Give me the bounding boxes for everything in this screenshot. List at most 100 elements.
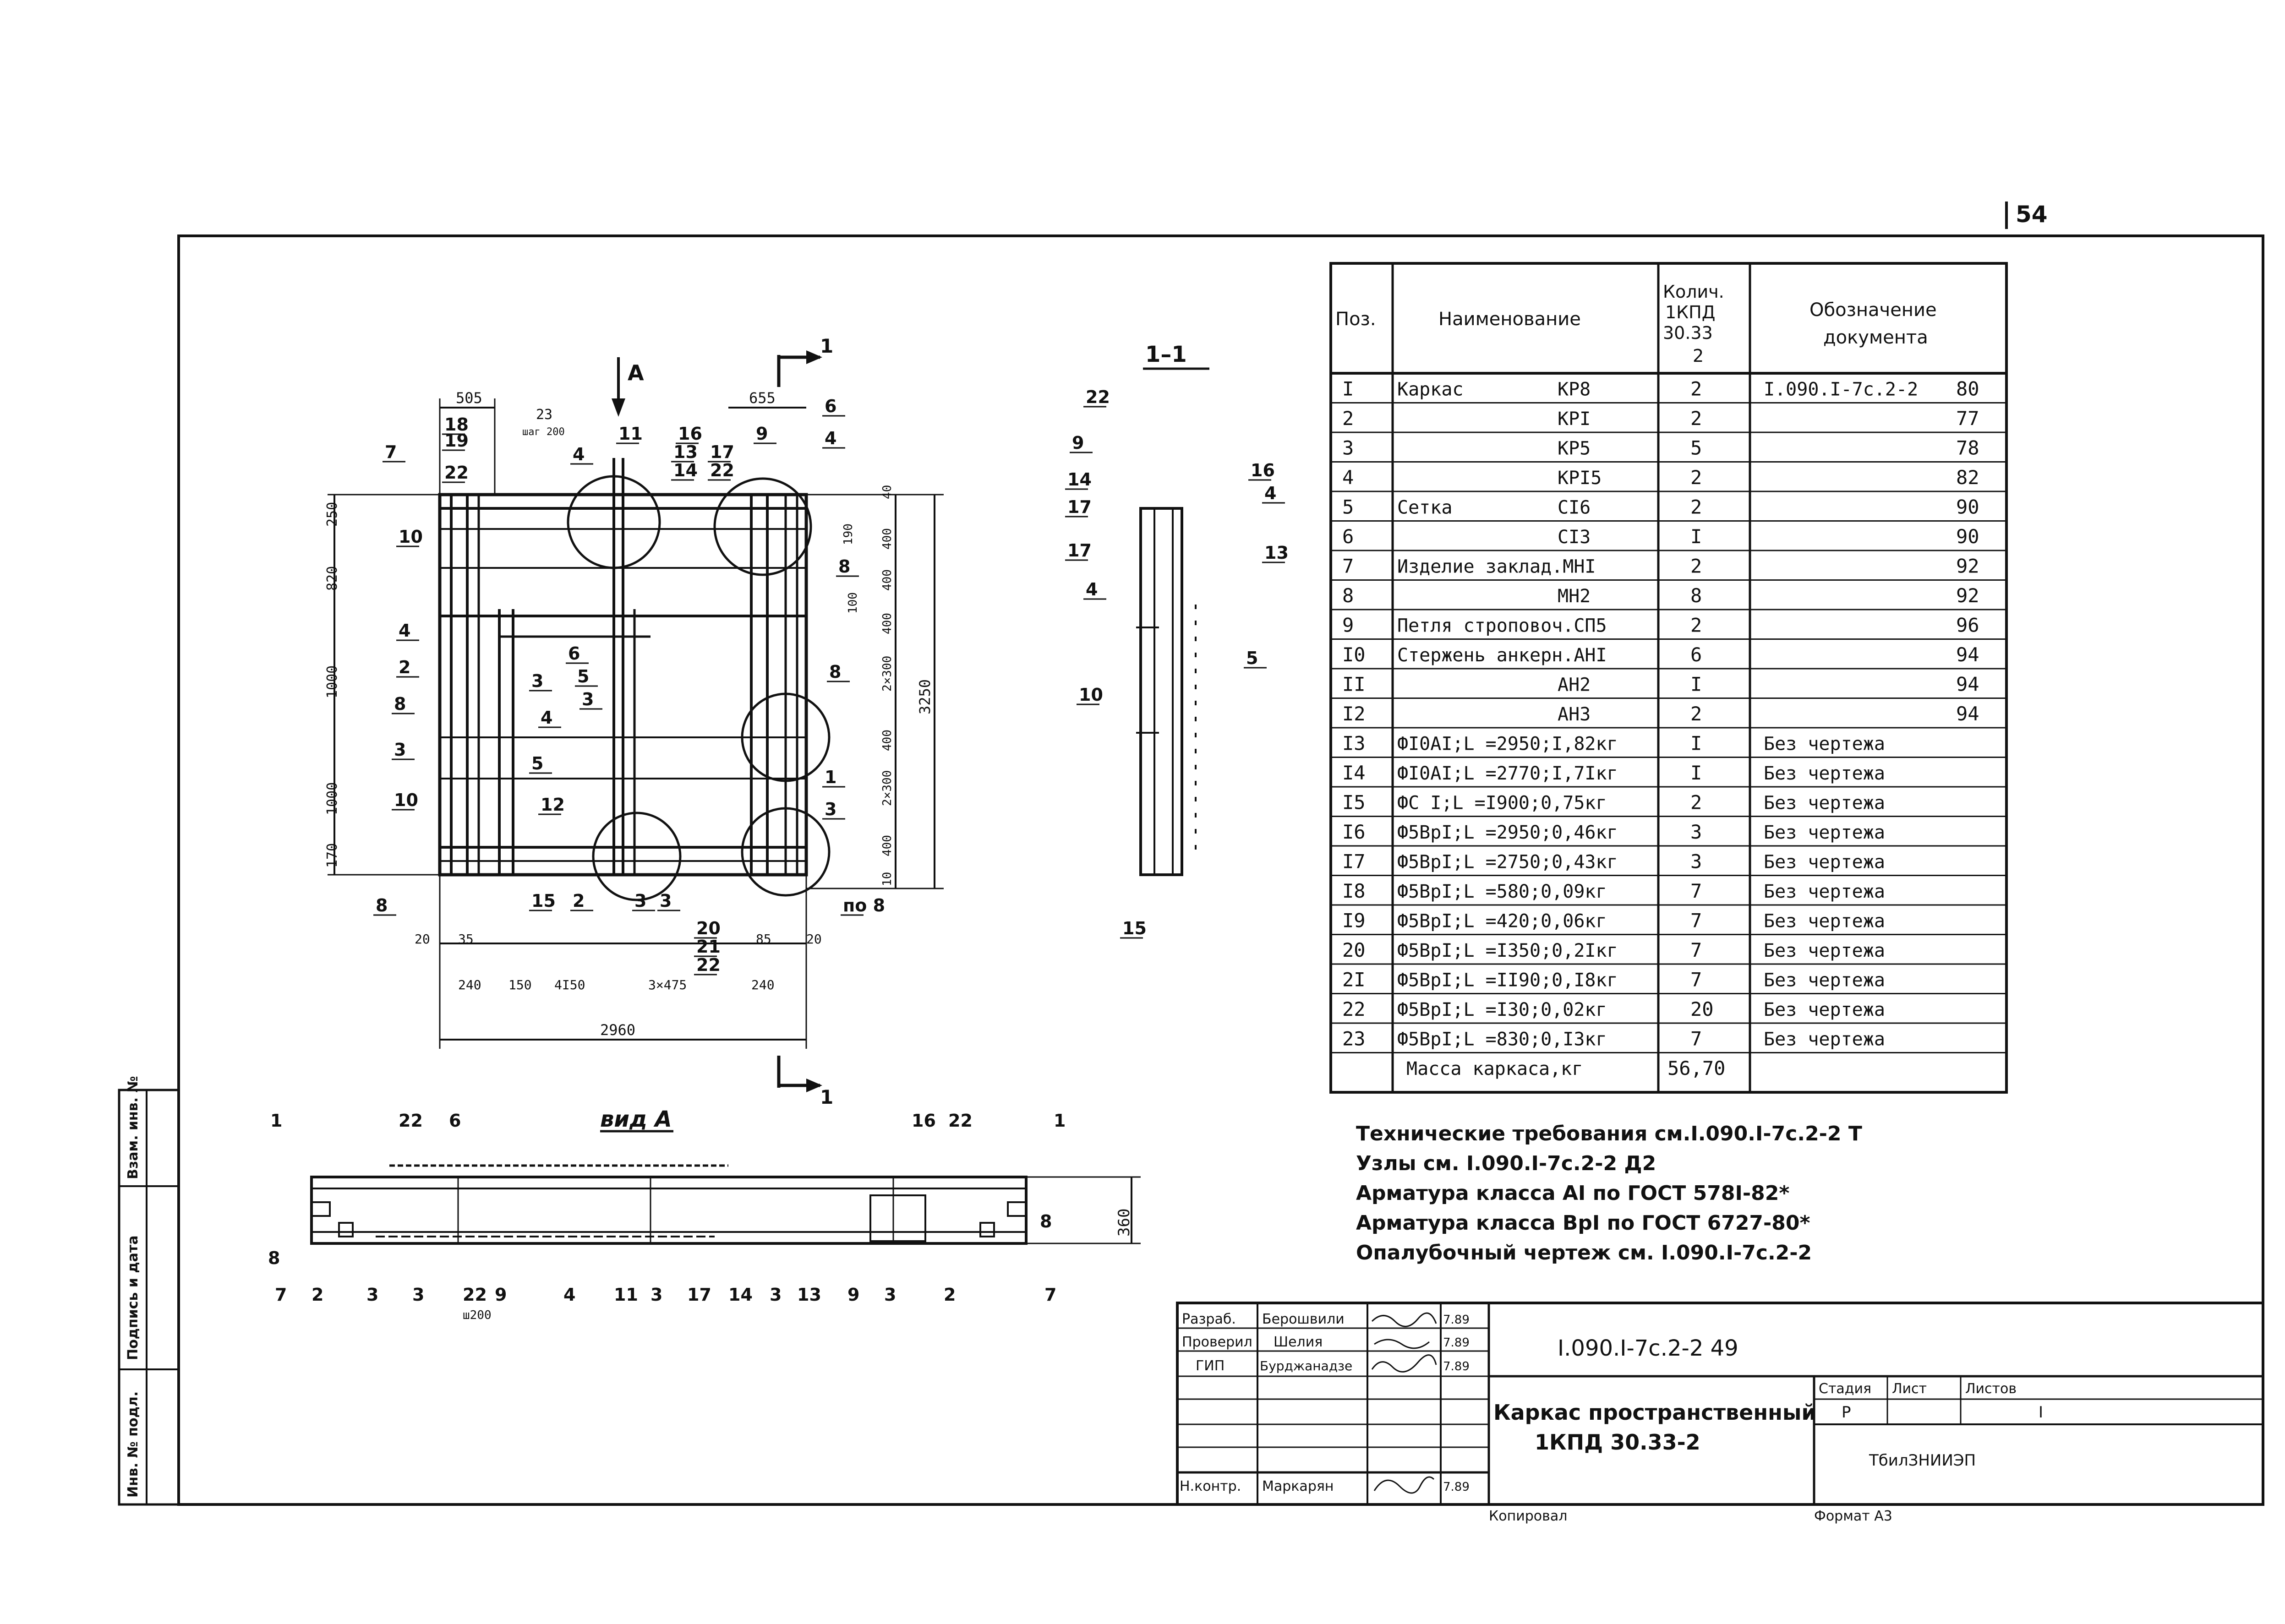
dim-top-505: 505 — [456, 389, 482, 407]
spec-row-pos: 20 — [1342, 939, 1366, 961]
header-doc-1: Обозначение — [1809, 300, 1937, 321]
plan-callout: 17 — [710, 442, 734, 462]
sheet-number: 54 — [2016, 201, 2048, 228]
view-a-callout-bottom: 3 — [770, 1285, 782, 1305]
note-2: Узлы см. I.090.I-7c.2-2 Д2 — [1356, 1152, 1656, 1175]
spec-row-page: 94 — [1956, 673, 1979, 696]
spec-row-qty: I — [1690, 762, 1702, 784]
spec-row-doc: Без чертежа — [1764, 940, 1885, 961]
section-callout: 9 — [1072, 433, 1084, 453]
dim-bottom-6: 3×475 — [648, 977, 687, 992]
view-a-callout-bottom: 9 — [495, 1285, 507, 1305]
spec-row-qty: 2 — [1690, 703, 1702, 725]
spec-row-pos: I3 — [1342, 732, 1366, 755]
section-callout: 5 — [1246, 648, 1258, 668]
dim-right-total: 3250 — [916, 679, 934, 714]
section-callout: 17 — [1067, 540, 1092, 561]
spec-row-pos: I6 — [1342, 821, 1366, 843]
dim-right-2: 400 — [880, 528, 894, 550]
dim-bottom-7: 240 — [751, 977, 775, 992]
footer-copied: Копировал — [1489, 1508, 1567, 1524]
footer-format: Формат А3 — [1814, 1508, 1892, 1524]
view-a-callout-bottom: 7 — [275, 1285, 287, 1305]
spec-row-name: Ф5ВрI;L =II90;0,I8кг — [1397, 970, 1618, 991]
view-a-callout-bottom: 3 — [366, 1285, 378, 1305]
dim-left-5: 170 — [324, 843, 340, 868]
spec-row-doc: Без чертежа — [1764, 763, 1885, 784]
plan-callout: 2 — [573, 891, 585, 911]
spec-row-doc: Без чертежа — [1764, 852, 1885, 873]
dim-top-655: 655 — [749, 389, 776, 407]
plan-callout: 10 — [394, 790, 418, 810]
stage-label: Стадия — [1819, 1381, 1871, 1397]
spec-row-doc: Без чертежа — [1764, 1029, 1885, 1050]
plan-callout: 8 — [376, 895, 388, 916]
spec-row-page: 96 — [1956, 614, 1979, 637]
technical-notes: Технические требования см.I.090.I-7c.2-2… — [1356, 1122, 1862, 1264]
spec-row-name: Стержень анкерн.АНI — [1397, 645, 1607, 666]
plan-callout: 11 — [618, 424, 643, 444]
spec-row-page: 92 — [1956, 584, 1979, 607]
specification-table: Поз. Наименование Колич. 1КПД 30.33 2 Об… — [1329, 262, 2008, 1094]
dim-right-9: 2×300 — [880, 770, 894, 806]
plan-callout: 22 — [696, 955, 721, 975]
plan-callout: 16 — [678, 424, 702, 444]
name-norm-control: Маркарян — [1262, 1478, 1334, 1494]
dim-bottom-9: 20 — [806, 932, 822, 947]
plan-callout: 3 — [394, 740, 406, 760]
spec-row-name: Ф5ВрI;L =2750;0,43кг — [1397, 852, 1618, 873]
spec-row-qty: I — [1690, 673, 1702, 696]
spec-row-doc: Без чертежа — [1764, 999, 1885, 1020]
plan-callout: 18 — [444, 414, 469, 435]
spec-row-page: 94 — [1956, 643, 1979, 666]
date-checker: 7.89 — [1443, 1336, 1470, 1350]
spec-row-qty: 7 — [1690, 880, 1702, 902]
spec-row-qty: 5 — [1690, 437, 1702, 459]
spec-row-name: Ф5ВрI;L =I350;0,2Iкг — [1397, 940, 1618, 961]
plan-callout: 5 — [531, 753, 543, 774]
spec-row-name: Ф5ВрI;L =830;0,I3кг — [1397, 1029, 1607, 1050]
role-checker: Проверил — [1182, 1334, 1252, 1350]
dim-bottom-5: 4I50 — [554, 977, 585, 992]
name-checker: Шелия — [1274, 1334, 1323, 1350]
dim-right-4: 400 — [880, 569, 894, 591]
spec-row-doc: Без чертежа — [1764, 822, 1885, 843]
dim-right-6: 400 — [880, 613, 894, 634]
spec-row-pos: 7 — [1342, 555, 1354, 578]
spec-row-pos: 2 — [1342, 407, 1354, 430]
plan-callout: 3 — [660, 891, 672, 911]
dim-left-2: 820 — [324, 566, 340, 591]
plan-callout: 2 — [399, 657, 410, 677]
view-a-callout-bottom: 14 — [728, 1285, 753, 1305]
view-a-callout-bottom: 3 — [412, 1285, 424, 1305]
spec-row-qty: 2 — [1690, 791, 1702, 814]
spec-row-mark: КРI5 — [1558, 468, 1602, 489]
spec-row-name: Ф5ВрI;L =580;0,09кг — [1397, 881, 1607, 902]
view-a-callout-bottom: 11 — [614, 1285, 638, 1305]
stamp-replaced-inv: Взам. инв. № — [125, 1076, 141, 1179]
spec-row-pos: 6 — [1342, 525, 1354, 548]
plan-callout: 20 — [696, 918, 721, 938]
spec-row-mark: КР8 — [1558, 379, 1591, 400]
view-a-callout-top: 6 — [449, 1111, 461, 1131]
spec-row-qty: 2 — [1690, 496, 1702, 518]
plan-callout: 14 — [673, 460, 698, 480]
role-chief-engineer: ГИП — [1196, 1358, 1224, 1374]
role-developer: Разраб. — [1182, 1311, 1236, 1327]
spec-row-page: 77 — [1956, 407, 1979, 430]
spec-row-qty: 2 — [1690, 378, 1702, 400]
header-qty-2: 1КПД — [1665, 302, 1715, 322]
view-a-callout-bottom: 2 — [312, 1285, 323, 1305]
drawing-title-2: 1КПД 30.33-2 — [1535, 1430, 1700, 1455]
spec-row-mark: МН2 — [1558, 586, 1591, 607]
note-4: Арматура класса ВрI по ГОСТ 6727-80* — [1356, 1211, 1810, 1235]
plan-callout: 4 — [573, 444, 585, 464]
spec-row-pos: 9 — [1342, 614, 1354, 637]
dim-bottom-4: 150 — [508, 977, 532, 992]
spec-row-pos: 23 — [1342, 1028, 1366, 1050]
spec-row-mark: АН3 — [1558, 704, 1591, 725]
dim-bottom-1: 20 — [415, 932, 430, 947]
note-5: Опалубочный чертеж см. I.090.I-7c.2-2 — [1356, 1241, 1812, 1264]
spec-row-pos: 22 — [1342, 998, 1366, 1020]
